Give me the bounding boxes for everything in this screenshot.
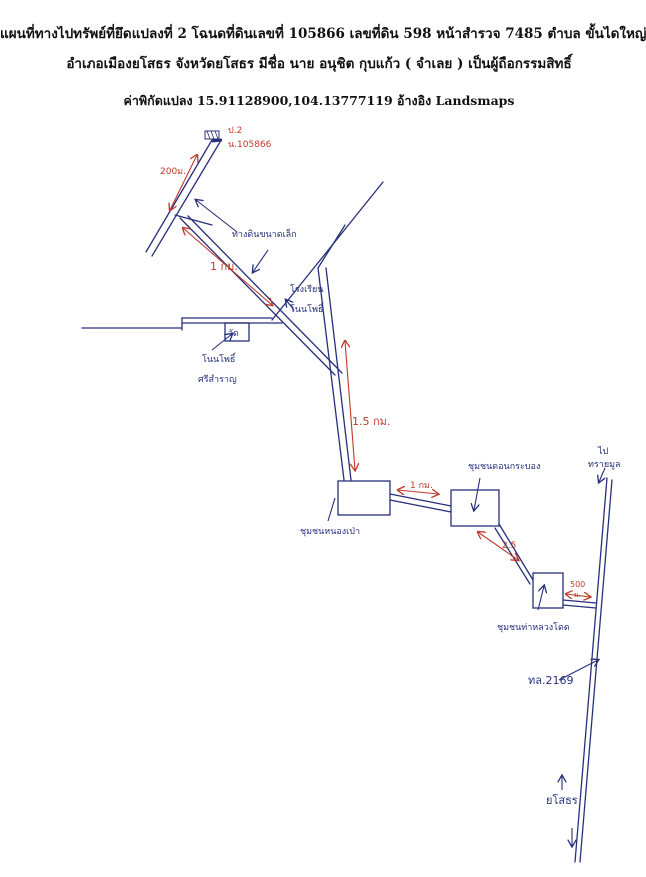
school-label-b: โนนโพธิ์ [290,302,325,315]
village-nonpho-label-1: โนนโพธิ์ [202,352,237,365]
village-nongpao-label: ชุมชนหนองเป่า [300,527,360,537]
road-small-dirt [174,214,213,226]
small-road-label: ทางดินขนาดเล็ก [232,227,297,240]
village-kasiang-box [450,489,500,527]
road-to-nongpao [317,267,345,481]
village-nonpho-label-2: ศรีสำราญ [198,374,237,385]
highway-2169 [574,477,608,863]
dist-500-unit-label: ม. [574,591,581,599]
to-south-label: ยโสธร [546,793,578,807]
village-thaluang-box [532,572,564,609]
coordinates-line: ค่าพิกัดแปลง 15.91128900,104.13777119 อ้… [123,93,515,108]
school-label-a: โรงเรียน [290,284,323,295]
temple-label: วัด [228,329,239,339]
route-2169-label: ทล.2169 [528,674,573,687]
road-plot-access [145,139,213,253]
temple-box [224,322,250,342]
road-north-east [271,181,384,321]
title-line-1: แผนที่ทางไปทรัพย์ที่ยึดแปลงที่ 2 โฉนดที่… [0,26,646,42]
village-kasiang-label: ชุมชนดอนกระบอง [468,462,540,472]
to-north-label-1: ไป [597,446,609,457]
dist-1km-a-label: 1 กม. [210,260,238,273]
dist-200m-label: 200ม. [160,167,186,177]
title-line-2: อำเภอเมืองยโสธร จังหวัดยโสธร มีชื่อ นาย … [66,56,572,72]
plot-marker [204,130,223,143]
dist-1km-b-label: 1 กม. [410,481,433,491]
plot-label: ป.2 [228,126,242,136]
deed-label: น.105866 [228,140,272,150]
dist-2-5-label: 2.5 [502,541,516,551]
to-north-label-2: ทรายมูล [588,460,621,470]
village-thaluang-label: ชุมชนท่าหลวงโดด [497,622,570,633]
dist-500-label: 500 [570,580,585,589]
village-nongpao-box [337,480,391,516]
dist-1-5km-label: 1.5 กม. [352,415,390,428]
road-main-diagonal [179,217,336,376]
